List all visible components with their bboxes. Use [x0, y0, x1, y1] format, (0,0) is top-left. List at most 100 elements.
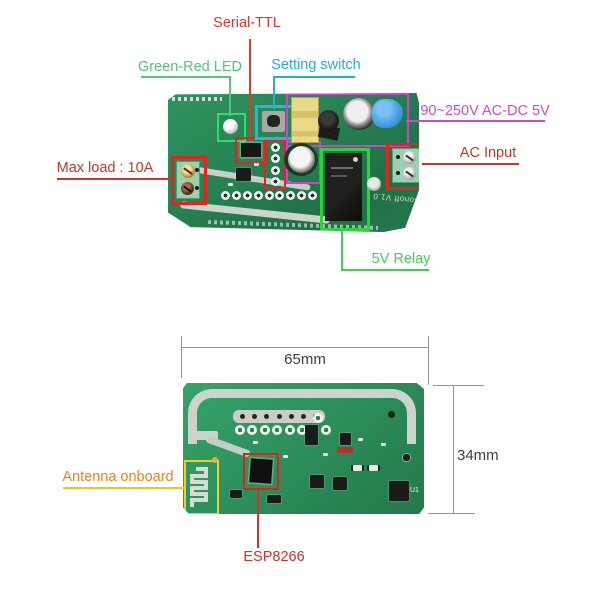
antenna-feed-pad — [212, 457, 218, 463]
terminal-screw — [403, 167, 416, 180]
tactile-switch — [262, 111, 285, 132]
callout-line-ac-input — [422, 163, 519, 165]
pcb-back: U1 — [183, 383, 424, 514]
terminal-hole — [195, 168, 199, 172]
through-hole — [297, 191, 307, 200]
antenna-highlight-box — [184, 460, 219, 514]
callout-line-antenna — [63, 487, 184, 489]
relay-marking — [331, 167, 353, 169]
callout-line-relay-v — [341, 226, 343, 271]
silkscreen-marks — [172, 97, 222, 101]
smd-resistor — [381, 443, 386, 446]
smd-resistor — [358, 438, 363, 441]
callout-line-acdc — [406, 120, 545, 122]
varistor — [372, 99, 403, 128]
terminal-screw-dark — [181, 182, 194, 195]
solder-hole — [276, 414, 282, 419]
callout-line-serial-ttl — [249, 39, 251, 138]
led-highlight-box — [217, 113, 246, 142]
through-hole — [247, 425, 258, 435]
serial-chip — [241, 143, 261, 157]
u1-label: U1 — [410, 487, 419, 494]
solder-hole — [252, 414, 258, 419]
pcb-front: Sonoff V1.0 — [168, 93, 419, 232]
callout-line-led-v — [229, 76, 231, 116]
through-hole — [221, 191, 230, 200]
terminal-hole — [396, 155, 400, 159]
through-hole — [242, 191, 252, 200]
mount-hole — [388, 411, 395, 418]
capacitor — [318, 110, 339, 131]
terminal-screw-gold — [181, 164, 195, 178]
callout-relay: 5V Relay — [371, 251, 431, 267]
smd-resistor — [253, 441, 258, 444]
callout-line-max-load — [57, 178, 171, 180]
callout-line-led-h — [141, 76, 231, 78]
capacitor-white-top — [288, 146, 315, 173]
status-led — [223, 119, 238, 134]
relay-highlight-box — [320, 148, 370, 231]
smd-ic — [340, 433, 351, 445]
pin-strip — [233, 410, 325, 423]
terminal-hole — [396, 171, 400, 175]
solder-hole — [264, 414, 270, 419]
ttl-header-box — [264, 139, 286, 190]
callout-max-load: Max load : 10A — [56, 160, 154, 176]
terminal-block — [392, 148, 419, 183]
ac-input-terminal-box — [386, 143, 419, 190]
callout-green-red-led: Green-Red LED — [138, 59, 242, 75]
antenna-meander — [190, 467, 208, 507]
through-hole-row-back — [235, 425, 307, 435]
through-hole — [259, 425, 270, 435]
smd-ic — [305, 425, 318, 445]
callout-antenna: Antenna onboard — [62, 469, 174, 485]
power-trace-outer — [188, 389, 416, 444]
through-hole — [235, 425, 245, 435]
header-pin — [270, 154, 280, 164]
smd-ic — [267, 495, 281, 503]
through-hole — [321, 425, 331, 435]
smd-resistor — [228, 183, 233, 186]
esp8266-highlight-box — [243, 453, 279, 490]
smd-ic — [236, 168, 251, 181]
dim-height-label: 34mm — [457, 447, 499, 464]
through-hole — [253, 191, 263, 200]
smd-resistor — [323, 453, 328, 456]
callout-serial-ttl: Serial-TTL — [213, 15, 281, 31]
solder-hole — [240, 414, 246, 419]
through-hole — [308, 191, 317, 200]
solder-hole — [300, 414, 306, 419]
through-hole — [264, 191, 274, 200]
through-hole-row — [221, 191, 317, 200]
solder-hole — [288, 414, 294, 419]
capacitor-small — [367, 177, 381, 191]
callout-setting-switch: Setting switch — [271, 57, 361, 73]
smd-resistor — [254, 163, 259, 166]
dim-tick-top — [433, 385, 484, 386]
through-hole — [296, 425, 307, 435]
relay — [325, 153, 362, 221]
through-hole — [313, 413, 323, 423]
power-trace-foot — [192, 431, 218, 440]
transformer — [291, 97, 319, 143]
terminal-screw — [403, 151, 416, 164]
terminal-hole — [195, 186, 199, 190]
dim-width-label: 65mm — [284, 351, 326, 368]
terminal-block — [176, 161, 200, 199]
u1-chip — [389, 481, 409, 501]
through-hole — [286, 191, 296, 200]
esp8266-chip — [249, 458, 273, 484]
smd-transistor — [333, 477, 347, 490]
serial-chip-box — [235, 137, 268, 164]
mount-hole — [402, 453, 411, 462]
smd-resistor — [283, 455, 288, 458]
dim-tick-left — [181, 336, 182, 378]
dim-tick-right — [428, 336, 429, 385]
header-pin — [270, 143, 280, 153]
smd-resistor — [351, 465, 364, 471]
callout-esp8266: ESP8266 — [243, 549, 305, 565]
callout-line-switch-v — [273, 76, 275, 109]
header-pin — [270, 165, 280, 175]
callout-line-switch-h — [273, 76, 355, 78]
